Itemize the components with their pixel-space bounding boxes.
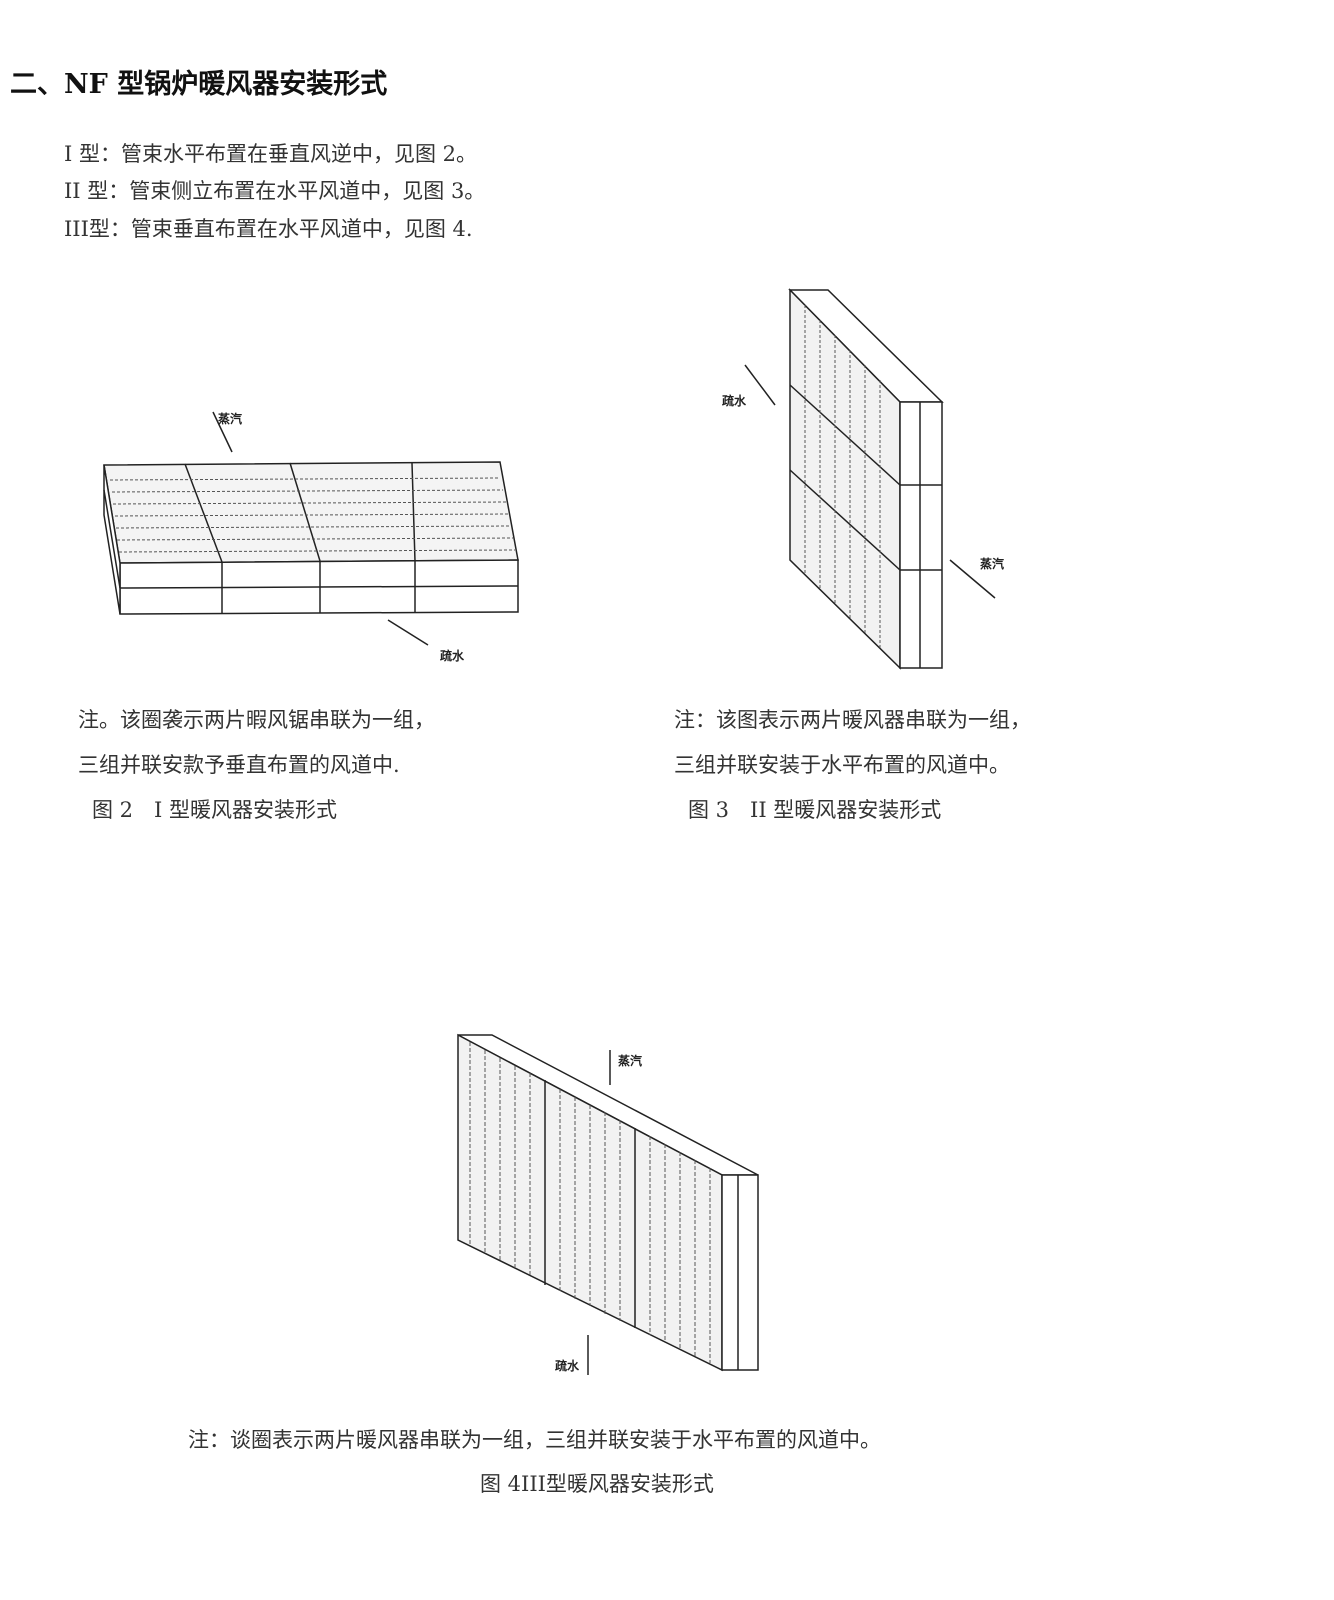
- fig4-caption: 图 4III型暖风器安装形式: [480, 1472, 714, 1496]
- figure-4-drawing: [457, 1033, 759, 1375]
- fig3-note-line2: 三组并联安装于水平布置的风道中。: [674, 753, 1010, 777]
- section-heading: 二、NF 型锅炉暖风器安装形式: [10, 69, 388, 100]
- fig4-drain-label: 疏水: [555, 1358, 580, 1373]
- figure-3-drawing: [744, 288, 996, 670]
- fig3-caption: 图 3 II 型暖风器安装形式: [688, 798, 942, 822]
- type-2-line: II 型：管束侧立布置在水平风道中，见图 3。: [64, 179, 486, 203]
- fig2-note-line1: 注。该圈袭示两片暇风锯串联为一组，: [78, 708, 435, 732]
- fig3-drain-label: 疏水: [722, 393, 747, 408]
- type-3-line: III型：管束垂直布置在水平风道中，见图 4.: [64, 217, 473, 241]
- fig4-steam-label: 蒸汽: [618, 1053, 642, 1068]
- type-1-line: I 型：管束水平布置在垂直风逆中，见图 2。: [64, 142, 478, 166]
- fig2-caption: 图 2 I 型暖风器安装形式: [92, 798, 338, 822]
- fig4-note: 注：谈圈表示两片暖风器串联为一组，三组并联安装于水平布置的风道中。: [188, 1428, 881, 1452]
- fig3-note-line1: 注：该图表示两片暖风器串联为一组，: [674, 708, 1031, 732]
- fig2-drain-label: 疏水: [440, 648, 465, 663]
- fig3-steam-label: 蒸汽: [980, 556, 1004, 571]
- fig2-steam-label: 蒸汽: [218, 411, 242, 426]
- fig2-note-line2: 三组并联安款予垂直布置的风道中.: [78, 753, 400, 777]
- figure-2-drawing: [103, 411, 519, 646]
